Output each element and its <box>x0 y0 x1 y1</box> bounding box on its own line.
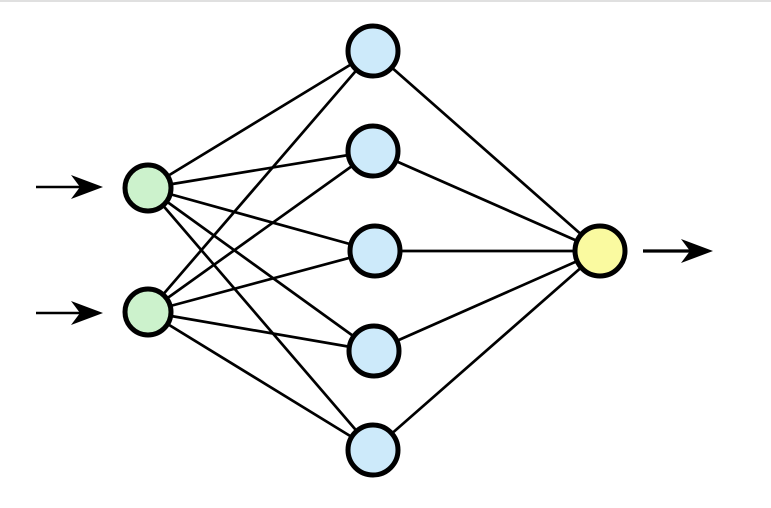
input-node-1 <box>122 162 174 214</box>
edge-i1-h4 <box>147 186 375 353</box>
edge-i2-h3 <box>147 249 376 314</box>
edge-i2-h2 <box>147 149 374 314</box>
input-arrow-2-head-icon <box>71 301 103 325</box>
edge-i2-h1 <box>146 50 375 313</box>
edge-i1-h5 <box>146 187 375 451</box>
hidden-node-2 <box>345 123 401 179</box>
hidden-node-4 <box>346 323 402 379</box>
edge-h4-o1 <box>373 249 601 353</box>
edge-h5-o1 <box>372 249 601 452</box>
hidden-node-1 <box>345 23 401 79</box>
output-arrow <box>643 239 713 263</box>
edge-i1-h2 <box>147 149 374 190</box>
hidden-node-3 <box>347 223 403 279</box>
top-border <box>0 0 771 2</box>
input-arrow-1-head-icon <box>71 175 103 199</box>
edge-i1-h3 <box>147 186 376 253</box>
edge-i2-h5 <box>147 310 374 452</box>
input-node-2 <box>122 286 174 338</box>
edge-h1-o1 <box>372 49 601 253</box>
edge-i2-h4 <box>147 310 375 353</box>
input-arrow-2 <box>36 301 103 325</box>
hidden-node-5 <box>345 422 401 478</box>
input-arrow-1 <box>36 175 103 199</box>
output-node-1 <box>572 223 628 279</box>
edge-h2-o1 <box>372 149 601 253</box>
output-arrow-head-icon <box>681 239 713 263</box>
edge-i1-h1 <box>147 49 374 190</box>
